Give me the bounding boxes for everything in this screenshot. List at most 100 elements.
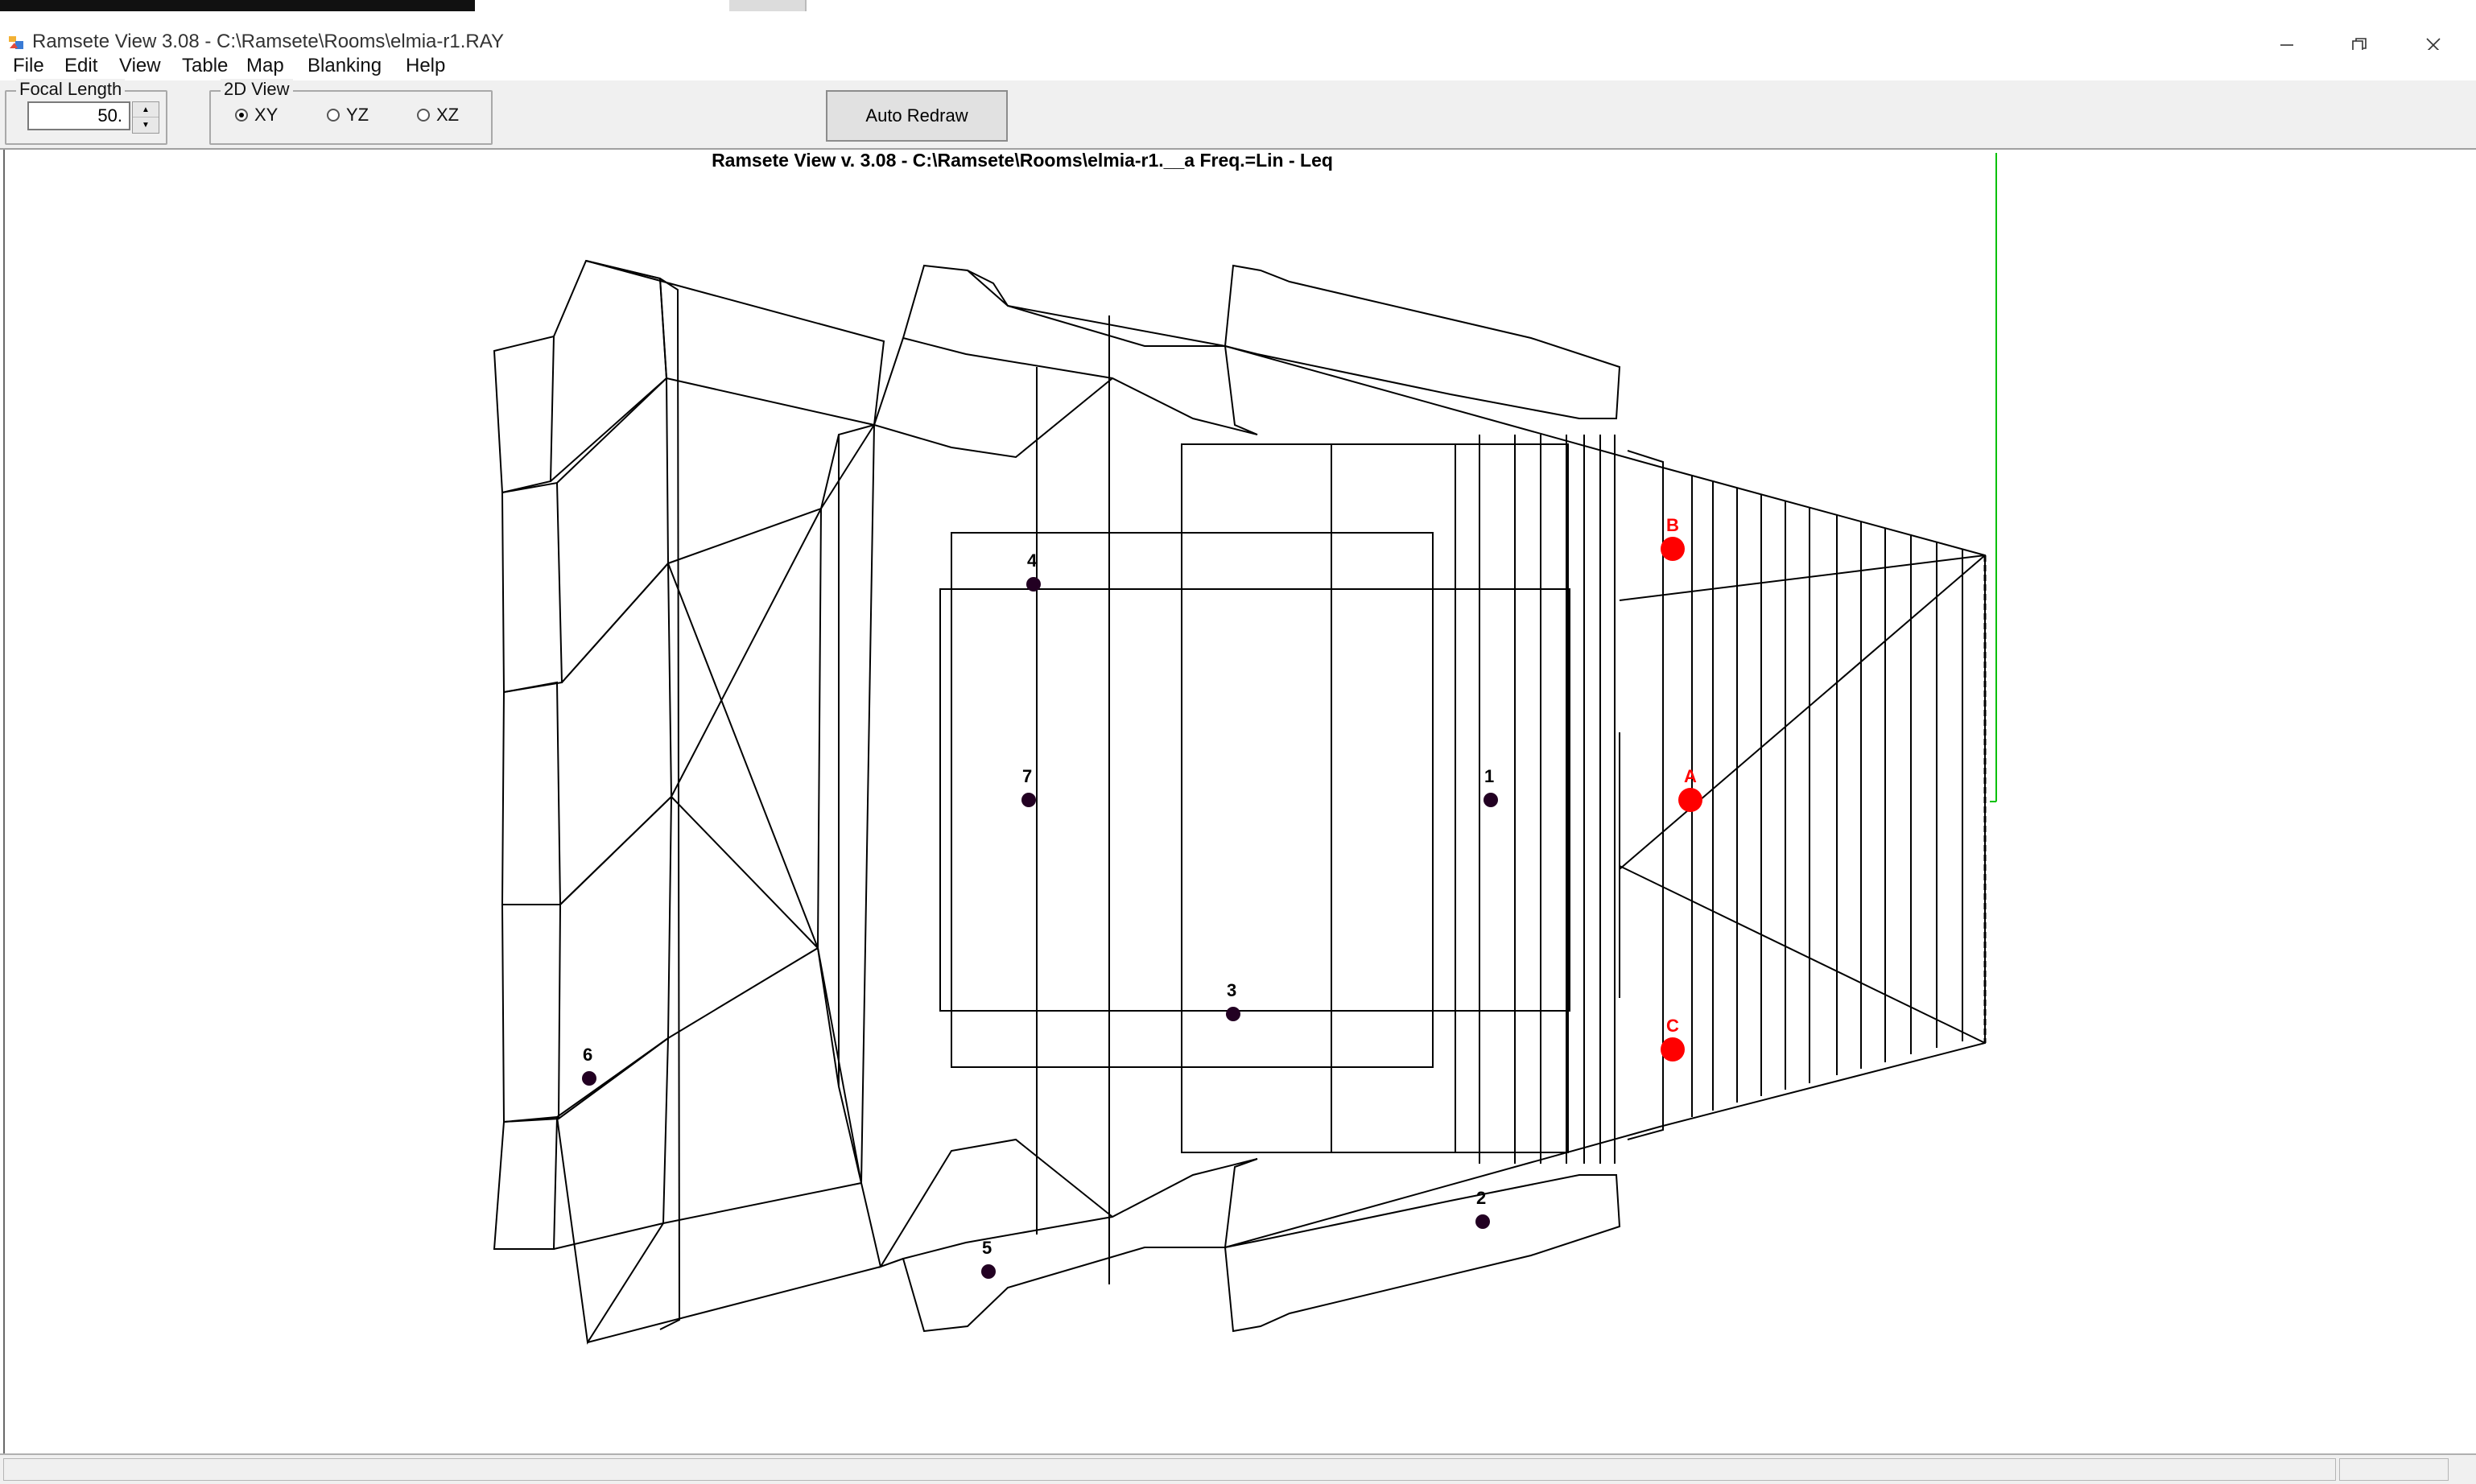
auto-redraw-button[interactable]: Auto Redraw — [826, 90, 1008, 142]
wireframe-shell — [671, 508, 822, 798]
wireframe-line — [1619, 865, 1986, 1044]
receiver-4-marker — [1026, 577, 1041, 592]
top-strip-dark-bar — [0, 0, 475, 11]
menu-map[interactable]: Map — [246, 55, 284, 76]
radio-xz-indicator — [417, 109, 430, 122]
plot-title-text: Ramsete View v. 3.08 - C:\Ramsete\Rooms\… — [712, 150, 1333, 171]
wireframe-left-panel — [501, 904, 562, 1123]
wireframe-line — [556, 1036, 670, 1345]
wireframe-line — [559, 561, 673, 905]
source-a-marker — [1678, 788, 1702, 812]
view2d-group: 2D View XY YZ XZ — [209, 79, 493, 145]
focal-length-spinner[interactable]: ▲ ▼ — [132, 101, 159, 134]
wireframe-floor — [939, 588, 1570, 1012]
radio-xy-indicator — [235, 109, 248, 122]
wireframe-line — [550, 259, 668, 482]
spin-up-icon[interactable]: ▲ — [133, 102, 159, 117]
radio-xz[interactable]: XZ — [417, 105, 459, 126]
menu-file[interactable]: File — [13, 55, 44, 76]
wireframe-stage — [1224, 345, 1986, 1248]
receiver-3-marker — [1226, 1007, 1240, 1021]
minimize-icon — [2280, 44, 2293, 46]
wireframe-line — [967, 270, 1226, 347]
radio-yz[interactable]: YZ — [327, 105, 369, 126]
radio-xz-label: XZ — [436, 105, 460, 125]
wireframe-lower-balcony — [902, 1158, 1258, 1333]
focal-length-group: Focal Length 50. ▲ ▼ — [5, 79, 167, 145]
room-wireframe: 1 2 3 4 5 6 7 A B C — [493, 153, 1997, 1345]
wireframe-floor — [1181, 443, 1569, 1153]
wireframe-line — [556, 376, 670, 683]
wireframe-shell — [666, 377, 875, 426]
receiver-markers — [582, 577, 1498, 1279]
source-markers — [1661, 537, 1702, 1061]
receiver-5-marker — [981, 1264, 996, 1279]
radio-xy[interactable]: XY — [235, 105, 278, 126]
wireframe-line — [556, 1037, 669, 1118]
receiver-7-marker — [1021, 793, 1036, 807]
receiver-5-label: 5 — [982, 1238, 992, 1258]
top-strip — [0, 0, 2476, 11]
status-pane-right — [2339, 1458, 2449, 1481]
wireframe-shell — [671, 796, 819, 949]
wireframe-line — [553, 1222, 664, 1250]
minimize-button[interactable] — [2251, 23, 2323, 68]
title-bar: Ramsete View 3.08 - C:\Ramsete\Rooms\elm… — [0, 11, 2476, 56]
receiver-3-label: 3 — [1227, 980, 1236, 1000]
wireframe-upper-balcony — [902, 264, 1258, 435]
source-c-marker — [1661, 1037, 1685, 1061]
wireframe-line — [659, 278, 667, 379]
radio-yz-indicator — [327, 109, 340, 122]
wireframe-shell — [585, 260, 885, 1343]
receiver-1-label: 1 — [1484, 766, 1494, 786]
menu-bar: File Edit View Table Map Blanking Help — [0, 50, 2476, 82]
wireframe-stage — [1627, 450, 1664, 1140]
wireframe-lower-balcony — [1224, 1174, 1621, 1333]
source-a-label: A — [1684, 766, 1697, 786]
wireframe-left-panel — [501, 681, 562, 905]
receiver-1-marker — [1484, 793, 1498, 807]
top-strip-tab — [729, 0, 807, 11]
wireframe-left-panel — [493, 1115, 559, 1250]
status-pane-main — [3, 1458, 2336, 1481]
close-icon — [2426, 38, 2441, 52]
receiver-4-label: 4 — [1027, 550, 1038, 571]
receiver-2-marker — [1475, 1214, 1490, 1229]
wireframe-shell — [662, 1182, 862, 1224]
wireframe-line — [1619, 554, 1986, 601]
receiver-2-label: 2 — [1476, 1188, 1486, 1208]
menu-view[interactable]: View — [119, 55, 161, 76]
wireframe-line — [878, 1138, 1113, 1268]
source-c-label: C — [1666, 1016, 1679, 1036]
toolbar — [0, 80, 2476, 150]
wireframe-floor — [951, 532, 1434, 1068]
focal-length-label: Focal Length — [16, 79, 126, 100]
receiver-6-label: 6 — [583, 1045, 592, 1065]
receiver-7-label: 7 — [1022, 766, 1032, 786]
menu-blanking[interactable]: Blanking — [307, 55, 382, 76]
window-title: Ramsete View 3.08 - C:\Ramsete\Rooms\elm… — [32, 31, 504, 52]
wireframe-line — [558, 794, 673, 1119]
menu-edit[interactable]: Edit — [64, 55, 98, 76]
close-button[interactable] — [2397, 23, 2470, 68]
wireframe-line — [873, 337, 1113, 459]
plot-canvas[interactable]: Ramsete View v. 3.08 - C:\Ramsete\Rooms\… — [3, 150, 2474, 1453]
spin-down-icon[interactable]: ▼ — [142, 120, 150, 130]
wireframe-shell — [667, 563, 819, 949]
plot-title: Ramsete View v. 3.08 - C:\Ramsete\Rooms\… — [5, 150, 2474, 171]
source-b-marker — [1661, 537, 1685, 561]
menu-table[interactable]: Table — [182, 55, 229, 76]
wireframe-line — [1619, 554, 1986, 870]
wireframe-left-panel — [501, 481, 563, 694]
receiver-6-marker — [582, 1071, 596, 1086]
radio-xy-label: XY — [254, 105, 279, 125]
wireframe-upper-balcony — [1224, 264, 1621, 419]
app-icon — [9, 36, 23, 49]
radio-yz-label: YZ — [346, 105, 369, 125]
status-bar — [0, 1453, 2476, 1484]
wireframe-shell — [667, 507, 823, 1039]
wireframe-left-panel — [493, 335, 555, 494]
focal-length-input[interactable]: 50. — [27, 101, 130, 130]
view2d-label: 2D View — [221, 79, 293, 100]
menu-help[interactable]: Help — [406, 55, 446, 76]
